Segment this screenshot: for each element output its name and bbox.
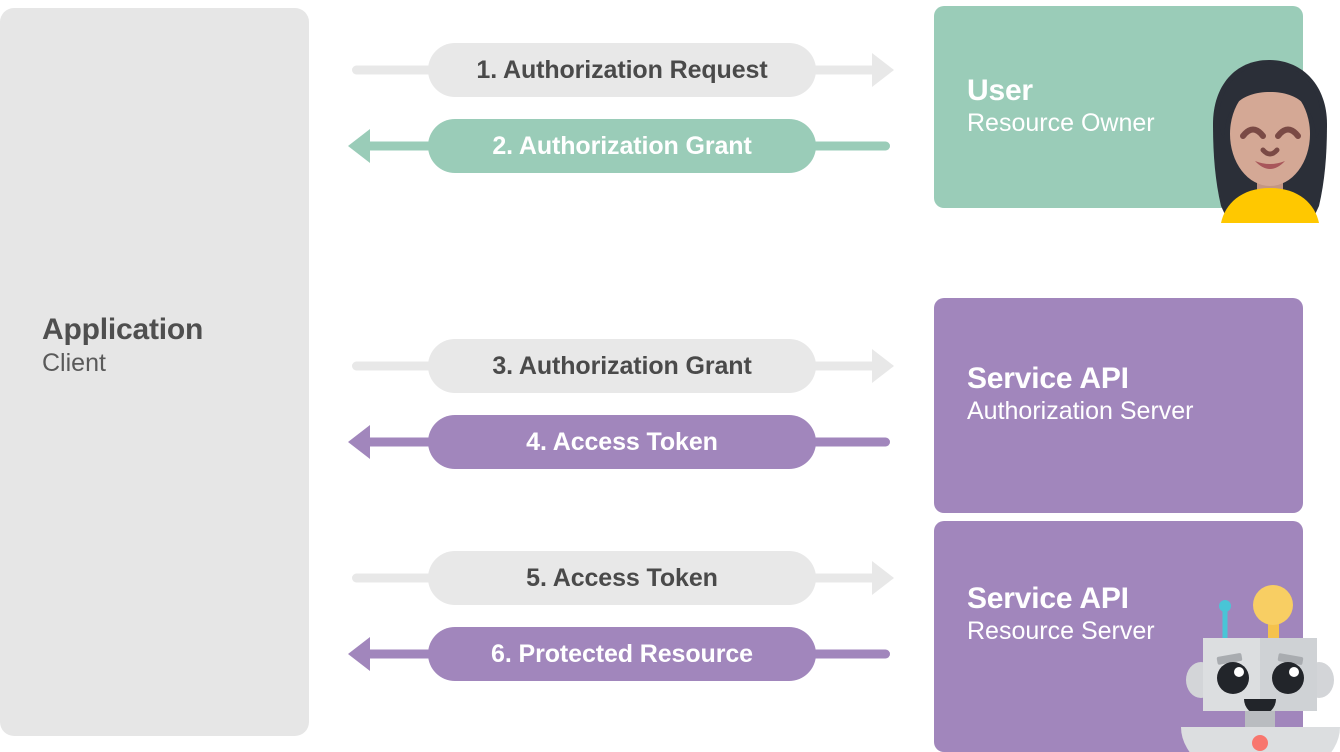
flow-label-3: 3. Authorization Grant [428,339,816,393]
actor-card-user: User Resource Owner [934,6,1303,208]
actor-user-text: User Resource Owner [967,74,1155,139]
actor-res-text: Service API Resource Server [967,582,1155,647]
flow-row-5: 5. Access Token [352,551,894,605]
flow-label-4: 4. Access Token [428,415,816,469]
arrowhead-right-3 [872,349,894,383]
arrowhead-left-6 [348,637,370,671]
actor-auth-text: Service API Authorization Server [967,362,1194,427]
arrowhead-left-2 [348,129,370,163]
flow-row-2: 2. Authorization Grant [348,119,890,173]
flow-label-5: 5. Access Token [428,551,816,605]
flow-label-2: 2. Authorization Grant [428,119,816,173]
client-subtitle: Client [42,349,106,378]
arrowhead-left-4 [348,425,370,459]
client-panel: Application Client [0,8,309,736]
flow-row-4: 4. Access Token [348,415,890,469]
flow-row-1: 1. Authorization Request [352,43,894,97]
flow-label-1: 1. Authorization Request [428,43,816,97]
actor-user-subtitle: Resource Owner [967,109,1155,137]
flow-row-3: 3. Authorization Grant [352,339,894,393]
arrowhead-right-1 [872,53,894,87]
actor-user-title: User [967,74,1033,107]
actor-auth-subtitle: Authorization Server [967,397,1194,425]
actor-auth-title: Service API [967,362,1129,395]
actor-card-resource-server: Service API Resource Server [934,521,1303,752]
actor-res-title: Service API [967,582,1129,615]
flow-row-6: 6. Protected Resource [348,627,890,681]
actor-card-authorization-server: Service API Authorization Server [934,298,1303,513]
arrowhead-right-5 [872,561,894,595]
client-panel-text: Application Client [42,313,292,380]
actor-res-subtitle: Resource Server [967,617,1155,645]
client-title: Application [42,313,204,346]
flow-label-6: 6. Protected Resource [428,627,816,681]
